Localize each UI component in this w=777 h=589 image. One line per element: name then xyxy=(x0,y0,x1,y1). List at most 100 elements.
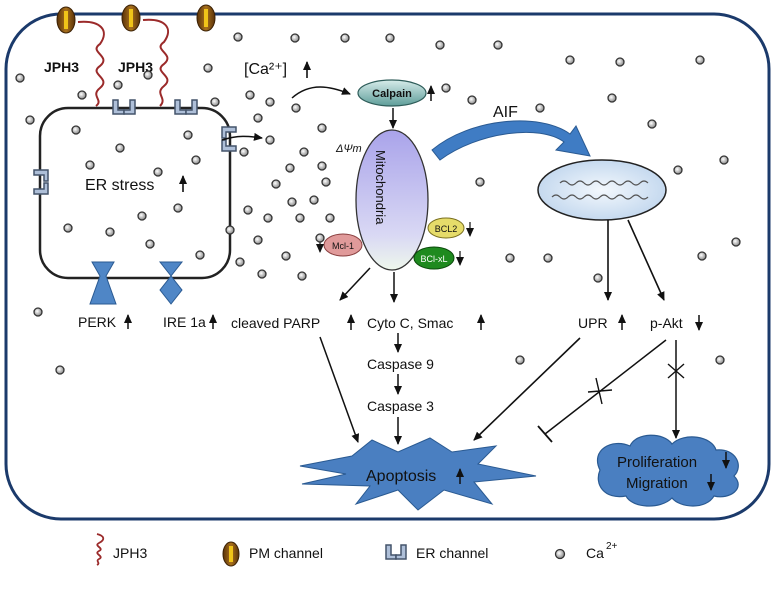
nucleus-node xyxy=(537,159,667,221)
pm-channel-icon xyxy=(121,4,141,32)
pm-channel-icon xyxy=(56,6,76,34)
calcium-ion-icon xyxy=(543,253,553,263)
calcium-ion-icon xyxy=(715,355,725,365)
mitochondria-node xyxy=(355,129,429,271)
calcium-ion-icon xyxy=(317,123,327,133)
calcium-ion-icon xyxy=(515,355,525,365)
calcium-ion-icon xyxy=(325,213,335,223)
proliferation-cloud xyxy=(597,434,739,507)
calcium-ion-icon xyxy=(281,251,291,261)
mcl1-label: Mcl-1 xyxy=(332,241,354,251)
calcium-ion-icon xyxy=(143,70,153,80)
calcium-ion-icon xyxy=(105,227,115,237)
calcium-ion-icon xyxy=(271,179,281,189)
er-channel-icon xyxy=(385,544,407,560)
calcium-ion-icon xyxy=(467,95,477,105)
calcium-ion-icon xyxy=(63,223,73,233)
caspase9-label: Caspase 9 xyxy=(367,356,434,372)
calcium-ion-icon xyxy=(243,205,253,215)
calcium-ion-icon xyxy=(505,253,515,263)
to-cleaved-parp-arrow xyxy=(339,267,371,301)
legend: JPH3 PM channel ER channel Ca 2+ xyxy=(96,533,618,567)
calcium-ion-icon xyxy=(731,237,741,247)
calcium-ion-icon xyxy=(85,160,95,170)
aif-label: AIF xyxy=(493,104,518,121)
dna-icon xyxy=(551,194,649,200)
calcium-ion-icon xyxy=(253,235,263,245)
calcium-ion-icon xyxy=(290,33,300,43)
upr-label: UPR xyxy=(578,315,608,331)
calcium-ion-icon xyxy=(475,177,485,187)
perk-label: PERK xyxy=(78,314,117,330)
jph3-icon xyxy=(96,533,105,566)
p-akt-label: p-Akt xyxy=(650,315,683,331)
proliferation-label: Proliferation xyxy=(617,454,697,471)
calcium-ion-icon xyxy=(145,239,155,249)
calcium-ion-icon xyxy=(71,125,81,135)
bclxl-label: BCl-xL xyxy=(420,254,447,264)
calcium-ion-icon xyxy=(245,90,255,100)
legend-er-channel-label: ER channel xyxy=(416,545,488,561)
ca-release-arrow xyxy=(221,132,263,141)
calcium-ion-icon xyxy=(297,271,307,281)
legend-calcium-superscript: 2+ xyxy=(606,541,618,552)
block-mark xyxy=(667,363,685,379)
calcium-ion-icon xyxy=(385,33,395,43)
calcium-ion-icon xyxy=(225,225,235,235)
calcium-ion-icon xyxy=(315,233,325,243)
legend-calcium-label: Ca xyxy=(586,545,604,561)
aif-arrow xyxy=(431,120,591,161)
calcium-ion-icon xyxy=(321,177,331,187)
calpain-label: Calpain xyxy=(372,88,412,100)
calcium-ion-icon xyxy=(235,257,245,267)
calcium-ion-icon xyxy=(493,40,503,50)
cyto-c-label: Cyto C, Smac xyxy=(367,315,453,331)
cleaved-parp-label: cleaved PARP xyxy=(231,315,320,331)
calcium-ion-icon xyxy=(257,269,267,279)
calcium-ion-icon xyxy=(340,33,350,43)
migration-label: Migration xyxy=(626,475,688,492)
ire1a-label: IRE 1a xyxy=(163,314,206,330)
calcium-ion-icon xyxy=(287,197,297,207)
calcium-ion-icon xyxy=(203,63,213,73)
pm-channel-icon xyxy=(196,4,216,32)
calcium-ion-icon xyxy=(210,97,220,107)
calcium-ion-icon xyxy=(317,161,327,171)
calcium-concentration-label: [Ca²⁺] xyxy=(244,61,287,78)
calcium-ion-icon xyxy=(647,119,657,129)
calcium-ion-icon xyxy=(607,93,617,103)
er-channel-icon xyxy=(221,126,237,152)
apoptosis-label: Apoptosis xyxy=(366,468,436,485)
er-stress-label: ER stress xyxy=(85,177,154,194)
er-channel-icon xyxy=(112,99,136,115)
calcium-ion-icon xyxy=(265,135,275,145)
calcium-ion-icon xyxy=(697,251,707,261)
calcium-ion-icon xyxy=(115,143,125,153)
calcium-ion-icon xyxy=(615,57,625,67)
p-akt-inhibit-apoptosis xyxy=(544,339,667,435)
upr-to-apoptosis-arrow xyxy=(473,337,581,441)
ire1a-sensor xyxy=(158,261,184,305)
er-channel-icon xyxy=(174,99,198,115)
calcium-ion-icon xyxy=(673,165,683,175)
calcium-ions xyxy=(15,32,741,375)
mcl1-node xyxy=(323,233,363,257)
dna-icon xyxy=(559,180,649,186)
calcium-ion-icon xyxy=(253,113,263,123)
calcium-ion-icon xyxy=(285,163,295,173)
er-channel-icon xyxy=(33,169,49,195)
jph3-label: JPH3 xyxy=(118,59,153,75)
calcium-ion-icon xyxy=(137,211,147,221)
calcium-ion-icon xyxy=(55,365,65,375)
calcium-ion-icon xyxy=(593,273,603,283)
calcium-ion-icon xyxy=(299,147,309,157)
bclxl-node xyxy=(413,246,455,270)
calcium-ion-icon xyxy=(265,97,275,107)
delta-psi-label: ΔΨm xyxy=(335,143,362,155)
jph3-icon xyxy=(142,18,170,107)
calcium-ion-icon xyxy=(183,130,193,140)
calpain-node xyxy=(357,79,427,107)
jph3-icon xyxy=(77,20,105,107)
parp-to-apoptosis-arrow xyxy=(319,336,360,443)
